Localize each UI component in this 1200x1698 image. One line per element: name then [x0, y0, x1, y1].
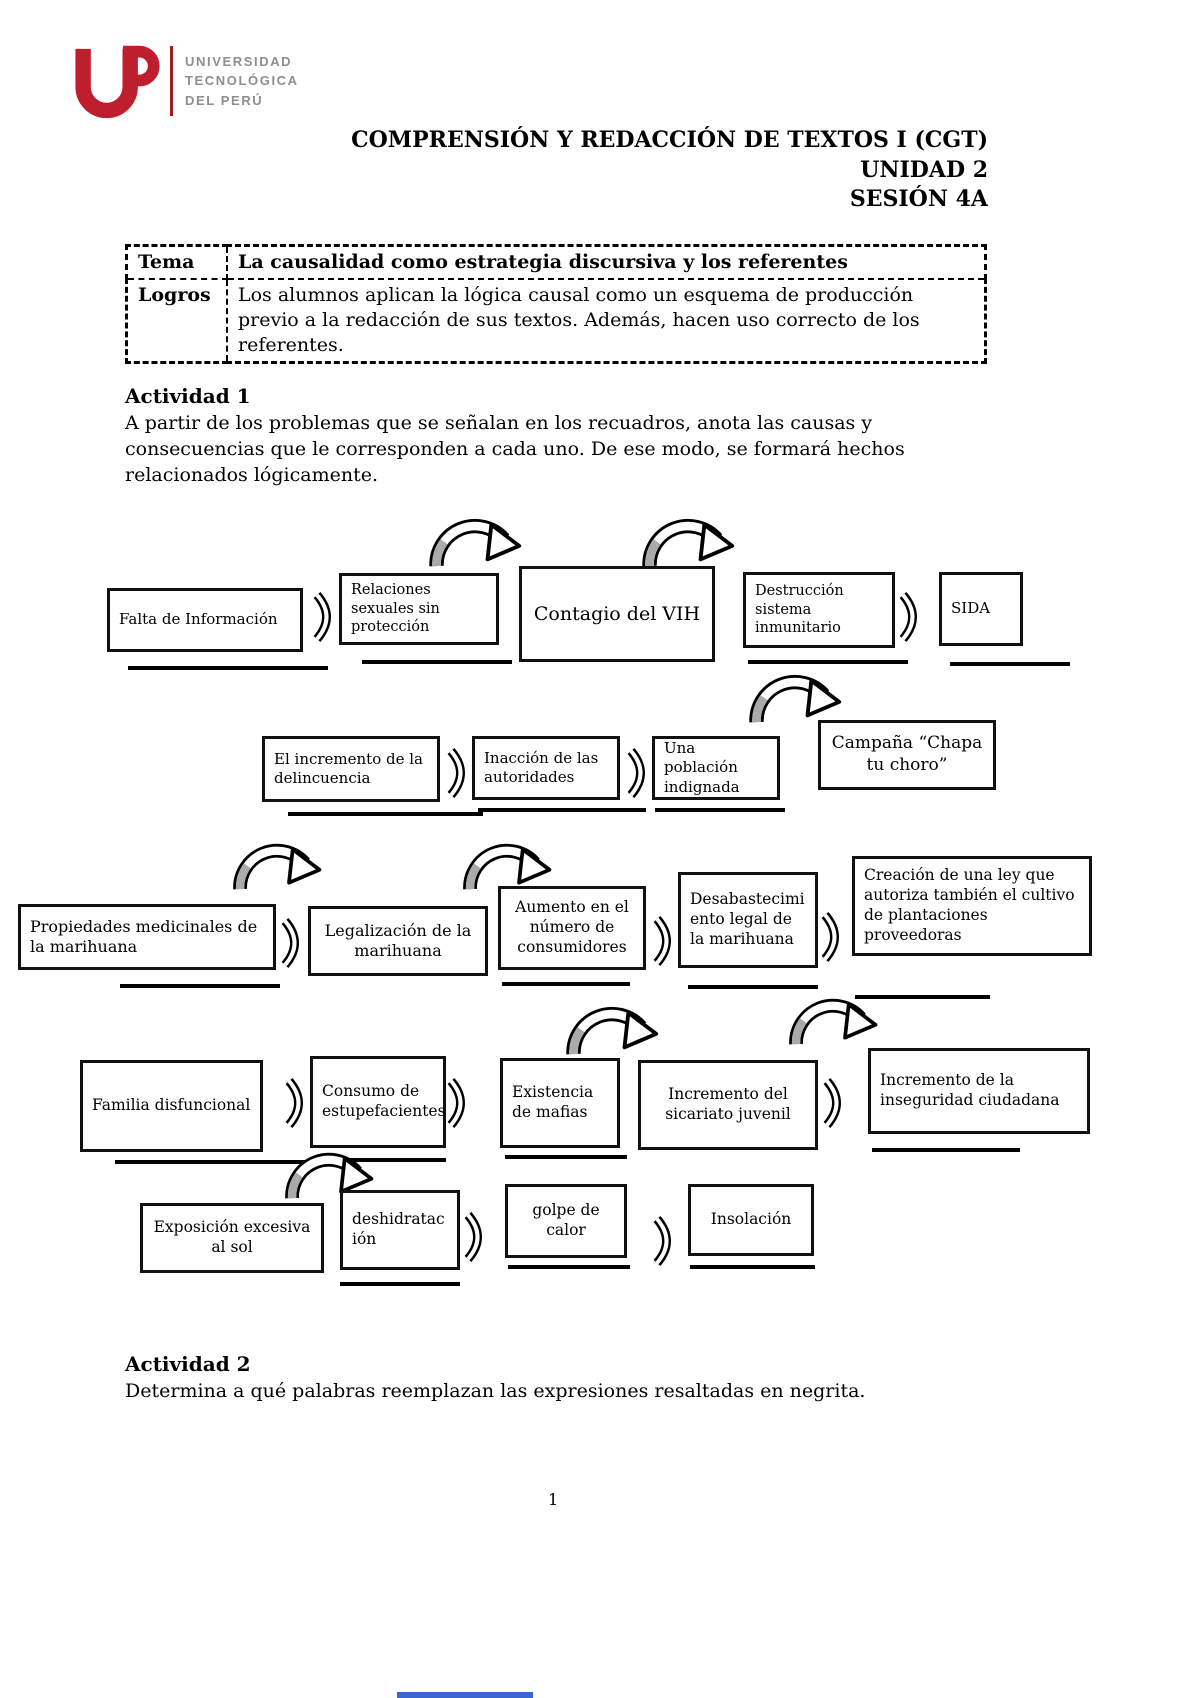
course-title: COMPRENSIÓN Y REDACCIÓN DE TEXTOS I (CGT… — [351, 127, 988, 153]
chevron-connector-icon — [446, 748, 472, 798]
answer-underline — [340, 1282, 460, 1286]
chevron-connector-icon — [280, 918, 306, 968]
activity2-section: Actividad 2 Determina a qué palabras ree… — [125, 1352, 997, 1404]
activity1-instructions: A partir de los problemas que se señalan… — [125, 412, 905, 487]
causal-box: Falta de Información — [107, 588, 303, 652]
tema-label: Tema — [125, 244, 228, 281]
causal-box: Desabastecimiento legal de la marihuana — [678, 872, 818, 968]
chevron-connector-icon — [822, 1078, 848, 1128]
answer-underline — [655, 808, 785, 812]
course-title-block: COMPRENSIÓN Y REDACCIÓN DE TEXTOS I (CGT… — [351, 126, 988, 215]
curved-arrow-icon — [425, 518, 525, 568]
causal-box: Insolación — [688, 1184, 814, 1256]
university-name-line: DEL PERÚ — [185, 92, 264, 108]
table-row: Logros Los alumnos aplican la lógica cau… — [125, 278, 987, 364]
answer-underline — [950, 662, 1070, 666]
answer-underline — [288, 812, 483, 816]
course-session: SESIÓN 4A — [849, 186, 988, 213]
answer-underline — [855, 995, 990, 999]
table-row: Tema La causalidad como estrategia discu… — [125, 244, 987, 281]
chevron-connector-icon — [463, 1212, 489, 1262]
causal-box: Incremento de la inseguridad ciudadana — [868, 1048, 1090, 1134]
causal-box: Aumento en el número de consumidores — [498, 886, 646, 970]
chevron-connector-icon — [446, 1078, 472, 1128]
causal-box: SIDA — [939, 572, 1023, 646]
answer-underline — [128, 666, 328, 670]
answer-underline — [872, 1148, 1020, 1152]
answer-underline — [690, 1265, 815, 1269]
causal-box: Destrucción sistema inmunitario — [743, 572, 895, 648]
causal-box: Exposición excesiva al sol — [140, 1203, 324, 1273]
bottom-edge-artifact — [397, 1692, 533, 1698]
answer-underline — [362, 660, 512, 664]
chevron-connector-icon — [898, 592, 924, 642]
causal-box: Incremento del sicariato juvenil — [638, 1060, 818, 1150]
chevron-connector-icon — [284, 1078, 310, 1128]
university-name-line: TECNOLÓGICA — [185, 73, 299, 89]
causal-box: Propiedades medicinales de la marihuana — [18, 904, 276, 970]
causal-box: Inacción de las autoridades — [472, 736, 620, 800]
chevron-connector-icon — [820, 912, 846, 962]
causal-box: Contagio del VIH — [519, 566, 715, 662]
causal-box: El incremento de la delincuencia — [262, 736, 440, 802]
answer-underline — [478, 808, 646, 812]
answer-underline — [505, 1155, 627, 1159]
utp-logo-icon — [75, 45, 160, 119]
tema-value: La causalidad como estrategia discursiva… — [226, 244, 987, 281]
answer-underline — [318, 1158, 446, 1162]
answer-underline — [508, 1265, 630, 1269]
chevron-connector-icon — [652, 1216, 678, 1266]
university-logo: UNIVERSIDAD TECNOLÓGICA DEL PERÚ — [62, 38, 299, 124]
logros-label: Logros — [125, 278, 228, 364]
causal-box: Creación de una ley que autoriza también… — [852, 856, 1092, 956]
curved-arrow-icon — [745, 674, 845, 724]
curved-arrow-icon — [562, 1006, 662, 1056]
curved-arrow-icon — [228, 843, 326, 891]
answer-underline — [748, 660, 908, 664]
causal-box: Existencia de mafias — [500, 1058, 620, 1148]
causal-box: Relaciones sexuales sin protección — [339, 573, 499, 645]
causal-box: Legalización de la marihuana — [308, 906, 488, 976]
logo-divider — [170, 46, 173, 116]
curved-arrow-icon — [784, 998, 882, 1046]
causal-box: deshidratación — [340, 1190, 460, 1270]
activity1-heading: Actividad 1 — [125, 384, 251, 408]
causal-box: Consumo de estupefacientes — [310, 1056, 446, 1148]
topic-table: Tema La causalidad como estrategia discu… — [125, 244, 987, 365]
chevron-connector-icon — [626, 748, 652, 798]
causal-box: Familia disfuncional — [80, 1060, 263, 1152]
answer-underline — [120, 984, 280, 988]
chevron-connector-icon — [312, 592, 338, 642]
activity2-heading: Actividad 2 — [125, 1352, 251, 1376]
causal-box: golpe de calor — [505, 1184, 627, 1258]
page-number: 1 — [548, 1490, 559, 1509]
answer-underline — [688, 985, 818, 989]
answer-underline — [115, 1160, 325, 1164]
chevron-connector-icon — [652, 916, 678, 966]
university-name-line: UNIVERSIDAD — [185, 53, 293, 69]
activity1-section: Actividad 1 A partir de los problemas qu… — [125, 384, 997, 489]
causal-box: Una población indignada — [652, 736, 780, 800]
university-name: UNIVERSIDAD TECNOLÓGICA DEL PERÚ — [185, 52, 299, 111]
answer-underline — [502, 982, 630, 986]
activity2-instructions: Determina a qué palabras reemplazan las … — [125, 1380, 866, 1402]
logros-value: Los alumnos aplican la lógica causal com… — [226, 278, 987, 364]
causal-box: Campaña “Chapa tu choro” — [818, 720, 996, 790]
curved-arrow-icon — [458, 843, 556, 891]
course-unit: UNIDAD 2 — [860, 156, 988, 183]
curved-arrow-icon — [638, 518, 738, 568]
